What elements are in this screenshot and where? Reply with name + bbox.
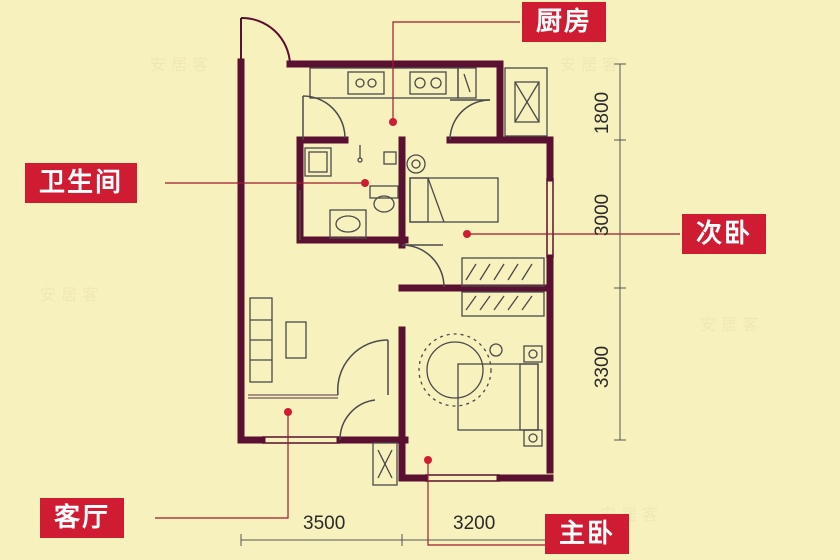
watermark: 安 居 客 安 居 客 安 居 客 安 居 客 安 居 客 bbox=[40, 55, 758, 524]
room-dots bbox=[284, 118, 471, 464]
windows bbox=[262, 178, 554, 482]
dimension-right-bottom: 3300 bbox=[592, 345, 613, 389]
doors bbox=[299, 95, 491, 441]
svg-text:安 居 客: 安 居 客 bbox=[40, 285, 98, 304]
room-label-living-room: 客厅 bbox=[40, 498, 125, 538]
leader-lines bbox=[155, 21, 680, 546]
ac-units bbox=[372, 67, 548, 486]
bathroom-fixtures bbox=[304, 145, 399, 239]
second-bedroom-furniture bbox=[406, 154, 545, 317]
dining-set bbox=[249, 297, 307, 383]
dimension-right-middle: 3000 bbox=[592, 193, 613, 237]
dimension-right-top: 1800 bbox=[592, 91, 613, 135]
dimension-lines bbox=[240, 63, 626, 546]
kitchen-fixtures bbox=[309, 67, 477, 99]
room-label-bathroom: 卫生间 bbox=[25, 163, 138, 203]
dimension-bottom-right: 3200 bbox=[453, 513, 496, 534]
balcony bbox=[248, 394, 338, 399]
dimension-bottom-left: 3500 bbox=[303, 513, 346, 534]
master-bedroom-furniture bbox=[418, 333, 543, 447]
svg-text:安 居 客: 安 居 客 bbox=[700, 315, 758, 334]
walls bbox=[237, 58, 554, 482]
room-label-kitchen: 厨房 bbox=[522, 2, 607, 42]
svg-text:安 居 客: 安 居 客 bbox=[560, 55, 618, 74]
svg-text:安 居 客: 安 居 客 bbox=[150, 55, 208, 74]
room-label-master-bedroom: 主卧 bbox=[545, 514, 630, 554]
room-label-second-bedroom: 次卧 bbox=[682, 214, 767, 254]
entrance-door bbox=[240, 16, 291, 65]
